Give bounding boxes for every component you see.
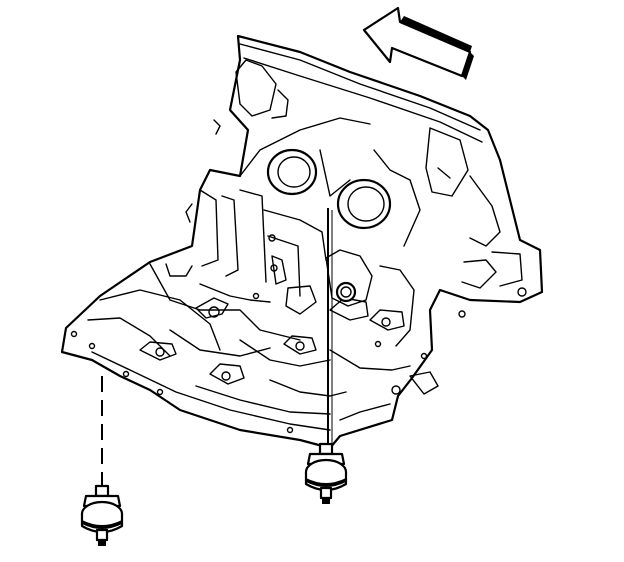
direction-arrow-icon: [362, 6, 474, 80]
knock-sensor-icon: [304, 442, 348, 504]
right-sensor-guide-line: [327, 208, 333, 450]
knock-sensor-icon: [80, 484, 124, 546]
knock-sensor-right: [304, 442, 348, 504]
engine-block: [60, 34, 544, 450]
knock-sensor-left: [80, 484, 124, 546]
